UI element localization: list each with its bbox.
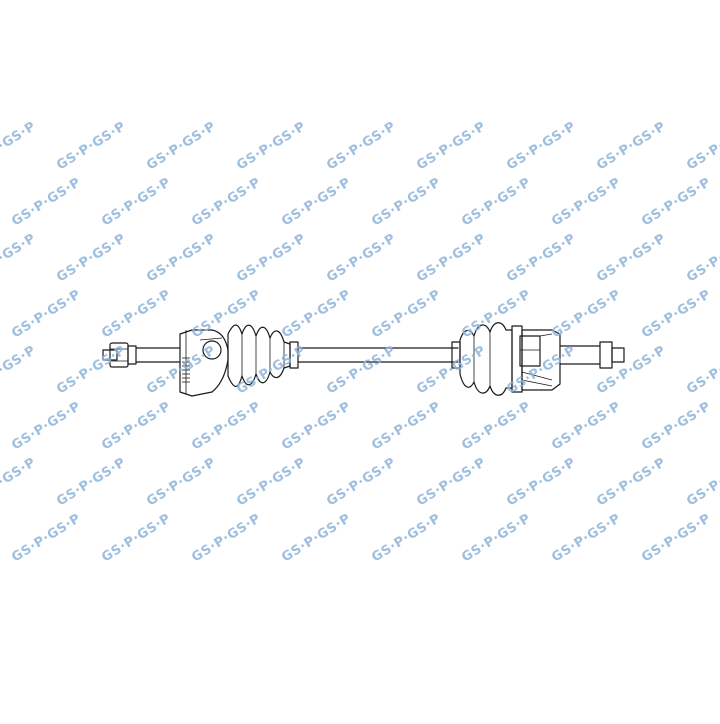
outer-boot (227, 324, 291, 388)
right-stub-shaft (559, 341, 625, 369)
outer-cv-joint (179, 329, 229, 397)
left-threaded-stub (102, 342, 137, 368)
main-shaft (297, 347, 459, 363)
inner-cv-joint (511, 325, 561, 393)
left-stub-shaft (135, 347, 181, 363)
inner-boot (451, 322, 513, 396)
abs-tone-ring (182, 357, 190, 383)
outer-boot-clamp (289, 341, 299, 369)
